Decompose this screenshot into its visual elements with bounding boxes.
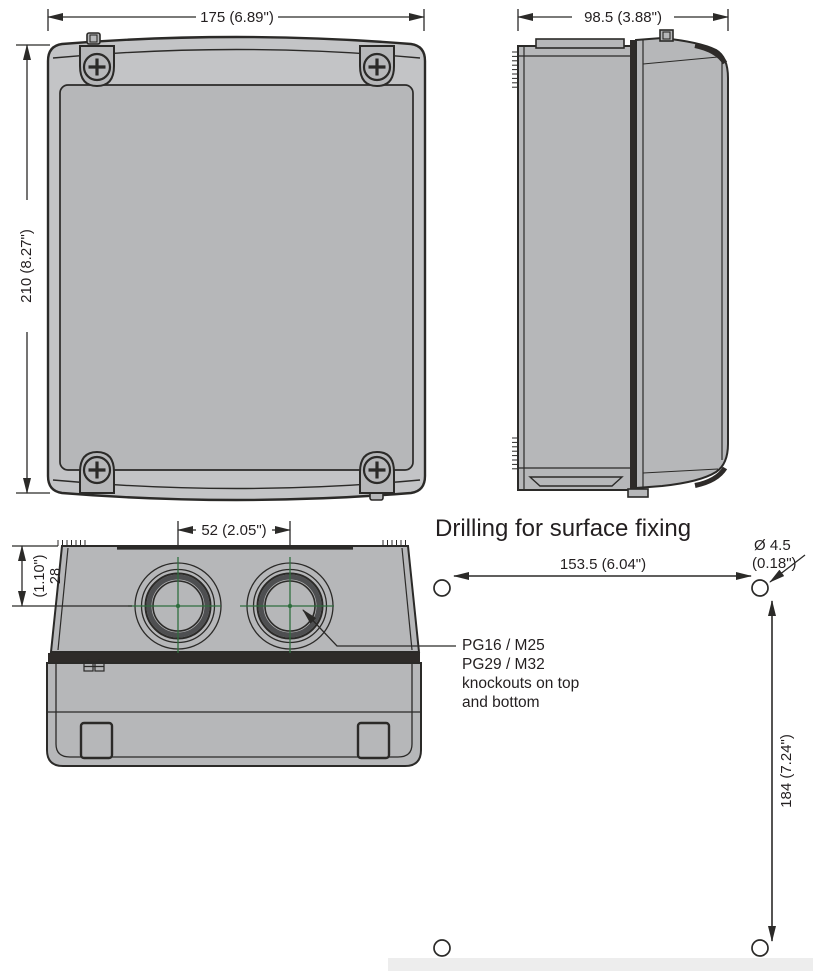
- side-depth-dimension: [517, 9, 729, 31]
- front-view: 175 (6.89") 210 (8.27"): [16, 9, 427, 502]
- lid-tab: [356, 721, 391, 760]
- hinge-pin-top-inner: [89, 34, 98, 43]
- drill-hole-top-left: [433, 579, 451, 597]
- knurl-serrations-bottom: [512, 437, 518, 470]
- front-width-dimension: [47, 9, 425, 31]
- drill-hole-bottom-left: [433, 939, 451, 957]
- lid-slot-top: [694, 43, 728, 65]
- vent-marking: [83, 659, 105, 672]
- hole-diameter-leader: [769, 554, 806, 583]
- knockout-spacing-dimension: [177, 521, 291, 545]
- rim-band: [48, 653, 420, 663]
- knockout-note-leader: [302, 609, 456, 647]
- lid-top-face: [46, 662, 422, 767]
- knockout-note-line-4: and bottom: [462, 694, 540, 711]
- hole-diameter-label-1: Ø 4.5: [754, 537, 791, 554]
- hinge-joint-line: [630, 40, 636, 490]
- screw: [82, 52, 112, 82]
- front-width-dim-label: 175 (6.89"): [200, 9, 274, 26]
- knockout-face: [49, 545, 421, 653]
- top-bottom-view: 52 (2.05") 28 (1.10"): [12, 521, 456, 767]
- drilling-title: Drilling for surface fixing: [435, 515, 691, 542]
- edge-offset-dimension: [12, 545, 132, 607]
- footer-strip: [388, 958, 813, 971]
- knockout-spacing-label: 52 (2.05"): [201, 522, 266, 539]
- hole-spacing-v-label: 184 (7.24"): [778, 734, 795, 808]
- edge-offset-label-mm: 28: [48, 568, 64, 584]
- side-back-body: [517, 45, 633, 491]
- hole-diameter-label-2: (0.18"): [752, 555, 797, 572]
- edge-serrations-left: [57, 540, 86, 546]
- side-foot: [627, 488, 649, 498]
- knockout-note-line-1: PG16 / M25: [462, 637, 545, 654]
- drilling-diagram: Drilling for surface fixing 153.5 (6.04"…: [433, 515, 806, 957]
- front-height-dimension: [16, 44, 50, 494]
- edge-serrations-right: [382, 540, 406, 546]
- front-height-dim-label: 210 (8.27"): [18, 229, 35, 303]
- side-base-strip: [528, 476, 624, 487]
- side-view: 98.5 (3.88"): [512, 9, 729, 498]
- knockout-note-line-2: PG29 / M32: [462, 656, 545, 673]
- side-depth-dim-label: 98.5 (3.88"): [584, 9, 662, 26]
- knurl-serrations-top: [512, 51, 518, 88]
- side-lid: [635, 36, 729, 490]
- enclosure-front-face: [59, 84, 414, 471]
- lid-slot-bottom: [694, 466, 728, 488]
- drill-hole-top-right: [751, 579, 769, 597]
- screw: [362, 52, 392, 82]
- edge-offset-label-in: (1.10"): [32, 554, 48, 597]
- screw: [362, 455, 392, 485]
- side-top-cap: [535, 38, 625, 49]
- lid-tab: [79, 721, 114, 760]
- hole-spacing-h-label: 153.5 (6.04"): [560, 556, 646, 573]
- drill-hole-bottom-right: [751, 939, 769, 957]
- side-hinge-pin: [659, 29, 674, 42]
- knockout-note-line-3: knockouts on top: [462, 675, 579, 692]
- center-mark: [287, 603, 293, 609]
- center-mark: [175, 603, 181, 609]
- screw: [82, 455, 112, 485]
